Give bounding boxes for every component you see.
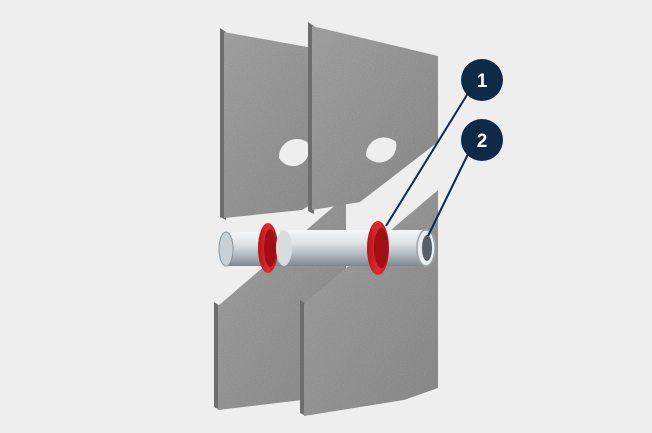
- callout-1-leader: [385, 89, 471, 227]
- sleeve-back-wall: [258, 223, 278, 273]
- callout-2: 2: [461, 119, 503, 161]
- pipe-segment-front: [276, 229, 436, 267]
- callout-2-label: 2: [477, 131, 488, 152]
- callout-1-label: 1: [477, 71, 488, 92]
- wall-front-top-slab: [312, 26, 438, 210]
- sleeve-front-wall: [367, 221, 389, 275]
- callout-1: 1: [461, 59, 503, 101]
- callout-2-leader: [427, 149, 471, 237]
